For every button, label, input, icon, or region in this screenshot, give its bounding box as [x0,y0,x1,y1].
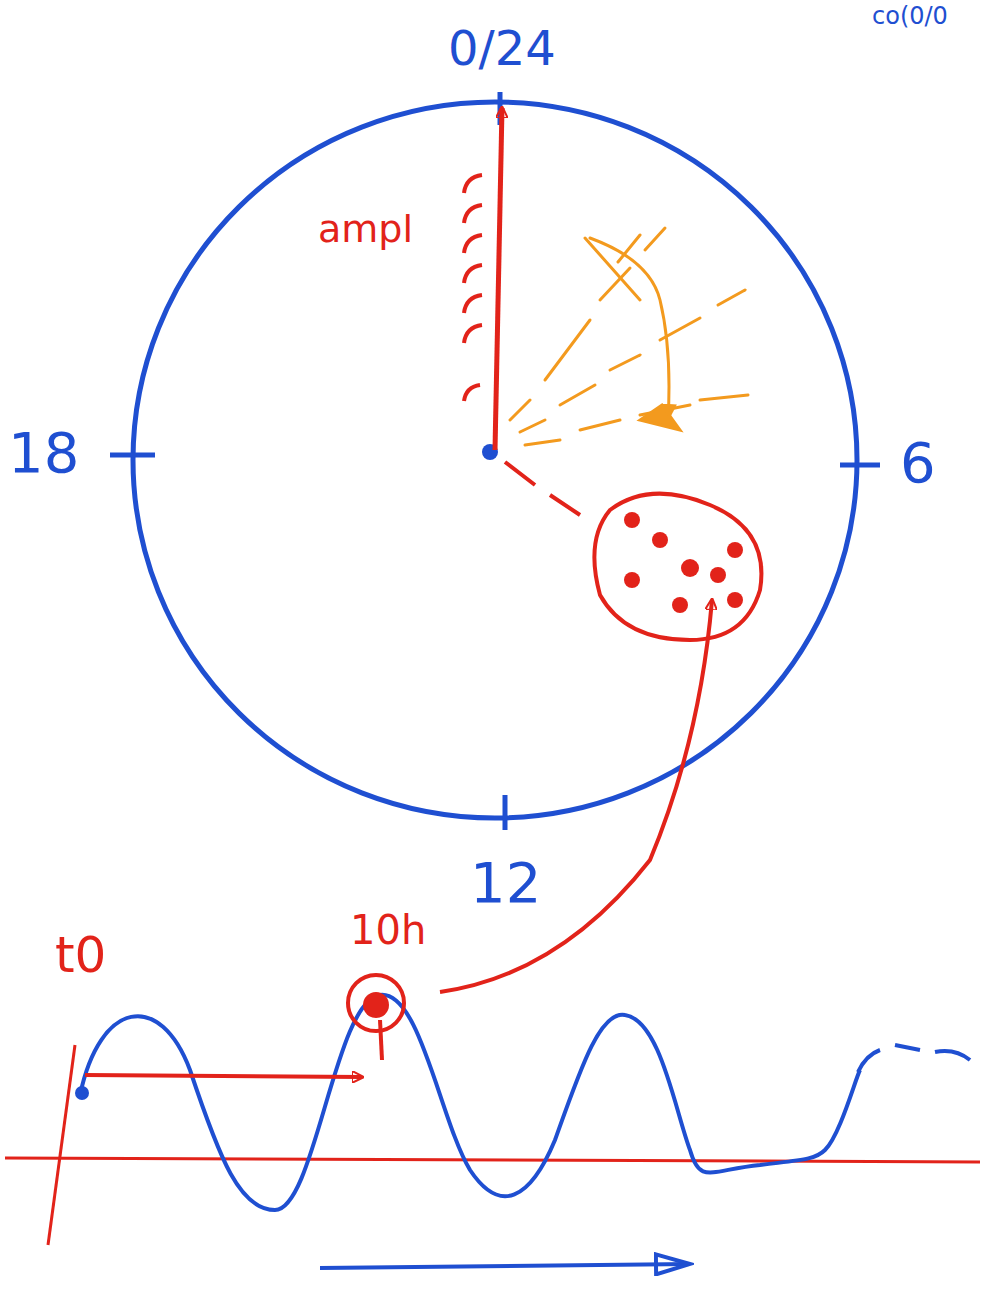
hour-label: 6 [900,435,936,491]
hour-label: 18 [8,425,79,481]
clock-circle [133,102,857,818]
hour-label: 0/24 [448,24,556,72]
corner-note: co(0/0 [872,4,948,28]
peak-time-label: 10h [350,910,426,950]
hour-label: 12 [470,855,541,911]
amplitude-label: ampl [318,210,413,248]
time-origin-label: t0 [55,930,106,980]
